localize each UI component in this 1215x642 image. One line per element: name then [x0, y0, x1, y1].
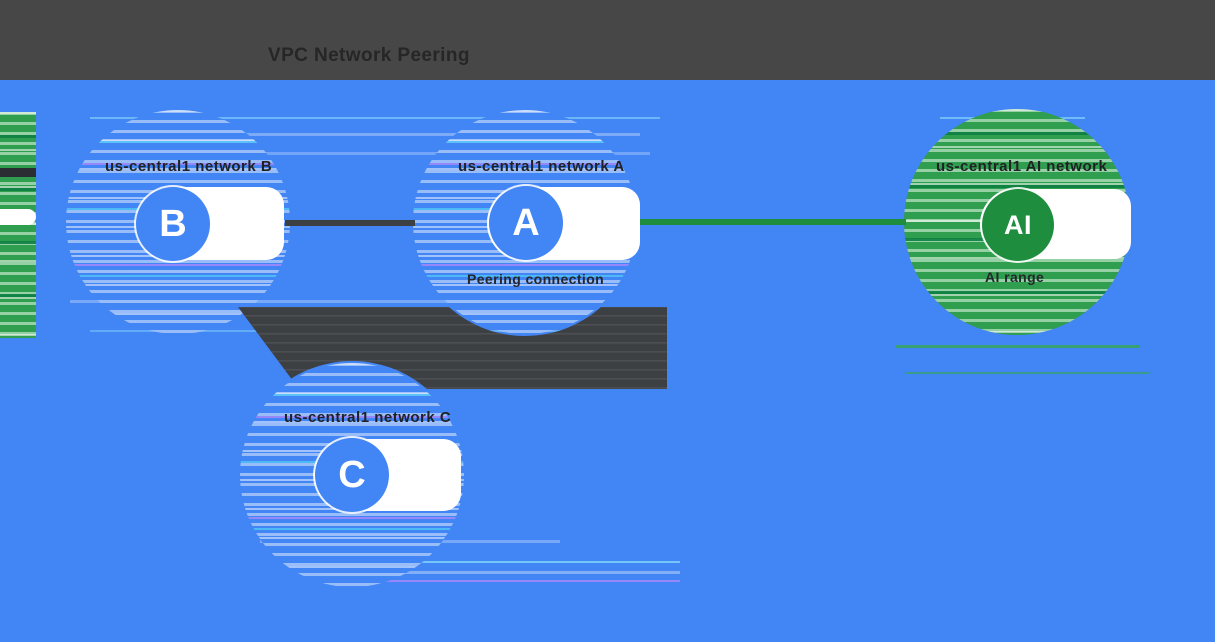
header-bar: VPC Network Peering	[0, 0, 1215, 80]
transitive-dark-shape	[238, 307, 667, 389]
peering-line-b-a	[285, 220, 415, 226]
clipped-network-fragment	[0, 112, 36, 338]
network-label-a: us-central1 network A	[458, 158, 625, 175]
diagram-title: VPC Network Peering	[268, 45, 470, 66]
node-a: A	[489, 186, 563, 260]
network-label-b: us-central1 network B	[105, 158, 273, 175]
node-c: C	[315, 438, 389, 512]
network-label-c: us-central1 network C	[284, 409, 452, 426]
node-ai-letter: AI	[1004, 209, 1032, 240]
network-sublabel-a: Peering connection	[467, 271, 605, 287]
clipped-label-fragment	[0, 168, 36, 177]
node-b: B	[136, 187, 210, 261]
node-ai: AI	[982, 189, 1054, 261]
network-label-ai: us-central1 AI network	[936, 158, 1108, 175]
network-sublabel-ai: AI range	[985, 269, 1045, 285]
clipped-white-band	[0, 209, 36, 225]
node-b-letter: B	[159, 202, 187, 245]
node-a-letter: A	[512, 201, 540, 244]
node-c-letter: C	[338, 453, 366, 496]
peering-line-a-ai	[638, 219, 906, 225]
